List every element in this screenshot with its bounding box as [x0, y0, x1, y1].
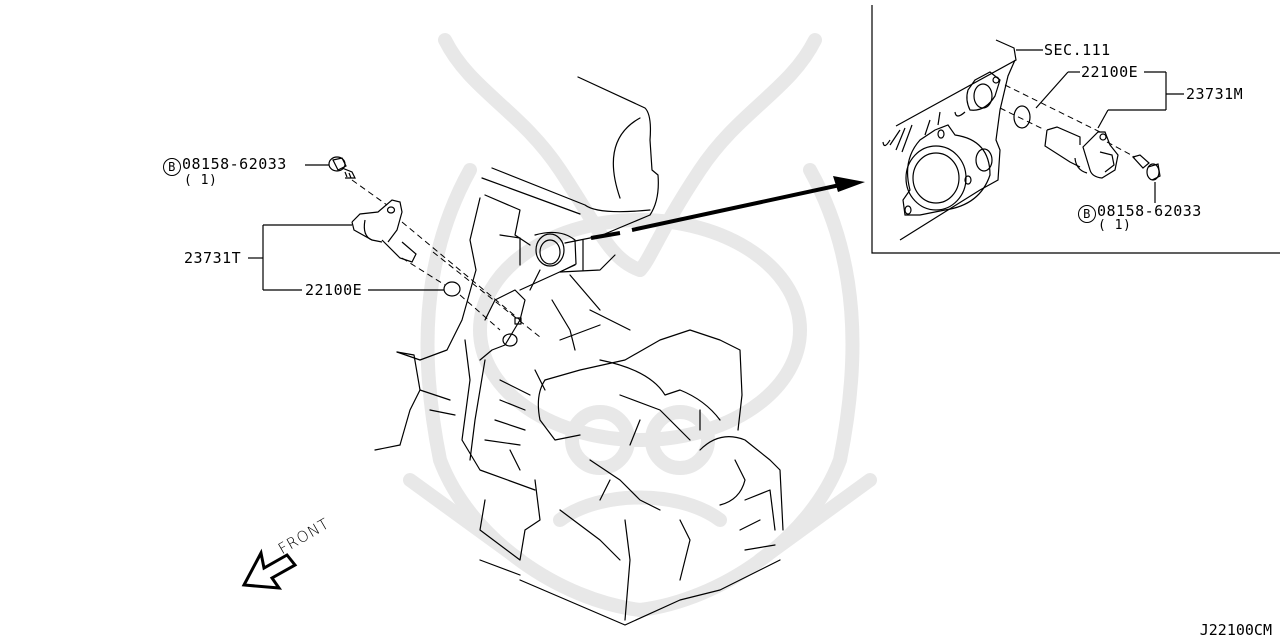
detail-arrow: [590, 176, 865, 240]
part-number: 08158-62033: [1097, 202, 1202, 220]
callout-bolt-inset-qty: ( 1): [1098, 218, 1132, 233]
callout-sensor-main: 23731T: [184, 249, 242, 267]
inset-leader-lines: [1016, 49, 1184, 203]
watermark-logo: [403, 33, 877, 617]
main-sensor-parts: [328, 156, 461, 297]
front-direction-arrow-icon: [241, 548, 298, 590]
callout-bolt-main-qty: ( 1): [184, 173, 218, 188]
callout-prefix-badge: B: [1078, 205, 1096, 223]
oring-icon: [443, 281, 461, 297]
callout-sensor-inset: 23731M: [1186, 85, 1244, 103]
inset-frame: [871, 5, 1280, 254]
callout-oring-inset: 22100E: [1081, 63, 1139, 81]
detail-inset: [871, 5, 1280, 254]
inset-bolt-icon: [1131, 154, 1161, 181]
engine-transmission-drawing: [374, 76, 784, 626]
bolt-icon: [328, 156, 356, 179]
inset-oring-icon: [1013, 105, 1031, 129]
inset-cam-sensor-icon: [1044, 126, 1119, 179]
figure-code: J22100CM: [1199, 621, 1272, 639]
callout-section-ref: SEC.111: [1044, 41, 1111, 59]
part-number: 08158-62033: [182, 155, 287, 173]
crank-sensor-icon: [351, 199, 417, 263]
main-leader-lines: [248, 164, 444, 291]
assembly-axis-lines: [351, 179, 541, 338]
inset-axis-lines: [999, 84, 1136, 158]
callout-oring-main: 22100E: [305, 281, 363, 299]
callout-prefix-badge: B: [163, 158, 181, 176]
